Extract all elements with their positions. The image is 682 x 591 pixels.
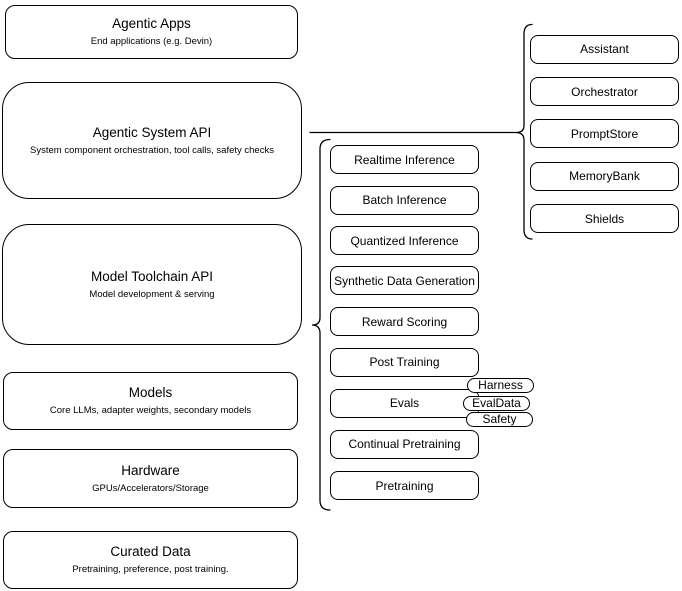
toolchain-item-post-training: Post Training <box>330 347 479 377</box>
box-title: Agentic Apps <box>112 16 191 31</box>
toolchain-item-reward-scoring: Reward Scoring <box>330 307 479 336</box>
box-subtitle: GPUs/Accelerators/Storage <box>92 482 209 494</box>
box-title: Models <box>128 385 173 400</box>
toolchain-item-label: Evals <box>389 396 420 410</box>
box-subtitle: Pretraining, preference, post training. <box>72 564 229 575</box>
toolchain-item-continual-pretraining: Continual Pretraining <box>330 429 479 459</box>
toolchain-item-label: Pretraining <box>375 478 434 493</box>
eval-tag-safety: Safety <box>466 412 533 427</box>
toolchain-item-label: Reward Scoring <box>361 314 448 329</box>
toolchain-item-pretraining: Pretraining <box>330 471 479 500</box>
models-box: Models Core LLMs, adapter weights, secon… <box>3 372 298 430</box>
toolchain-item-evals: Evals <box>330 388 479 418</box>
system-component-label: Assistant <box>580 42 629 56</box>
box-subtitle: System component orchestration, tool cal… <box>30 144 274 156</box>
box-title: Curated Data <box>110 544 191 559</box>
system-component-label: MemoryBank <box>569 169 640 183</box>
system-component-assistant: Assistant <box>530 34 679 64</box>
box-subtitle: Model development & serving <box>89 288 215 300</box>
toolchain-item-label: Continual Pretraining <box>348 437 461 451</box>
agentic-apps-box: Agentic Apps End applications (e.g. Devi… <box>5 5 298 59</box>
toolchain-item-batch-inference: Batch Inference <box>330 185 479 215</box>
eval-tag-label: Safety <box>482 412 517 427</box>
system-component-shields: Shields <box>530 204 679 233</box>
toolchain-item-label: Quantized Inference <box>350 233 459 248</box>
toolchain-group-brace <box>311 138 331 511</box>
toolchain-item-quantized-inference: Quantized Inference <box>330 226 479 255</box>
box-title: Hardware <box>121 462 180 478</box>
curated-data-box: Curated Data Pretraining, preference, po… <box>3 531 298 589</box>
toolchain-item-label: Batch Inference <box>362 193 447 207</box>
box-subtitle: Core LLMs, adapter weights, secondary mo… <box>49 405 252 416</box>
hardware-box: Hardware GPUs/Accelerators/Storage <box>3 449 298 508</box>
toolchain-item-synthetic-data-generation: Synthetic Data Generation <box>330 266 479 295</box>
box-subtitle: End applications (e.g. Devin) <box>90 36 213 47</box>
toolchain-item-label: Post Training <box>369 355 440 369</box>
box-title: Model Toolchain API <box>90 268 214 284</box>
toolchain-item-label: Synthetic Data Generation <box>334 273 475 288</box>
model-toolchain-api-box: Model Toolchain API Model development & … <box>2 224 302 345</box>
toolchain-item-realtime-inference: Realtime Inference <box>330 145 479 174</box>
system-component-promptstore: PromptStore <box>530 119 679 148</box>
system-component-label: Shields <box>584 211 625 226</box>
box-title: Agentic System API <box>92 124 212 140</box>
eval-tag-label: Harness <box>478 378 523 393</box>
eval-tag-harness: Harness <box>467 378 534 393</box>
system-component-label: PromptStore <box>570 126 639 141</box>
eval-tag-evaldata: EvalData <box>463 396 530 411</box>
system-component-label: Orchestrator <box>571 84 638 99</box>
system-component-orchestrator: Orchestrator <box>530 77 679 106</box>
toolchain-item-label: Realtime Inference <box>354 152 455 167</box>
eval-tag-label: EvalData <box>472 396 521 411</box>
agentic-system-api-box: Agentic System API System component orch… <box>2 82 302 199</box>
system-component-memorybank: MemoryBank <box>530 161 679 191</box>
